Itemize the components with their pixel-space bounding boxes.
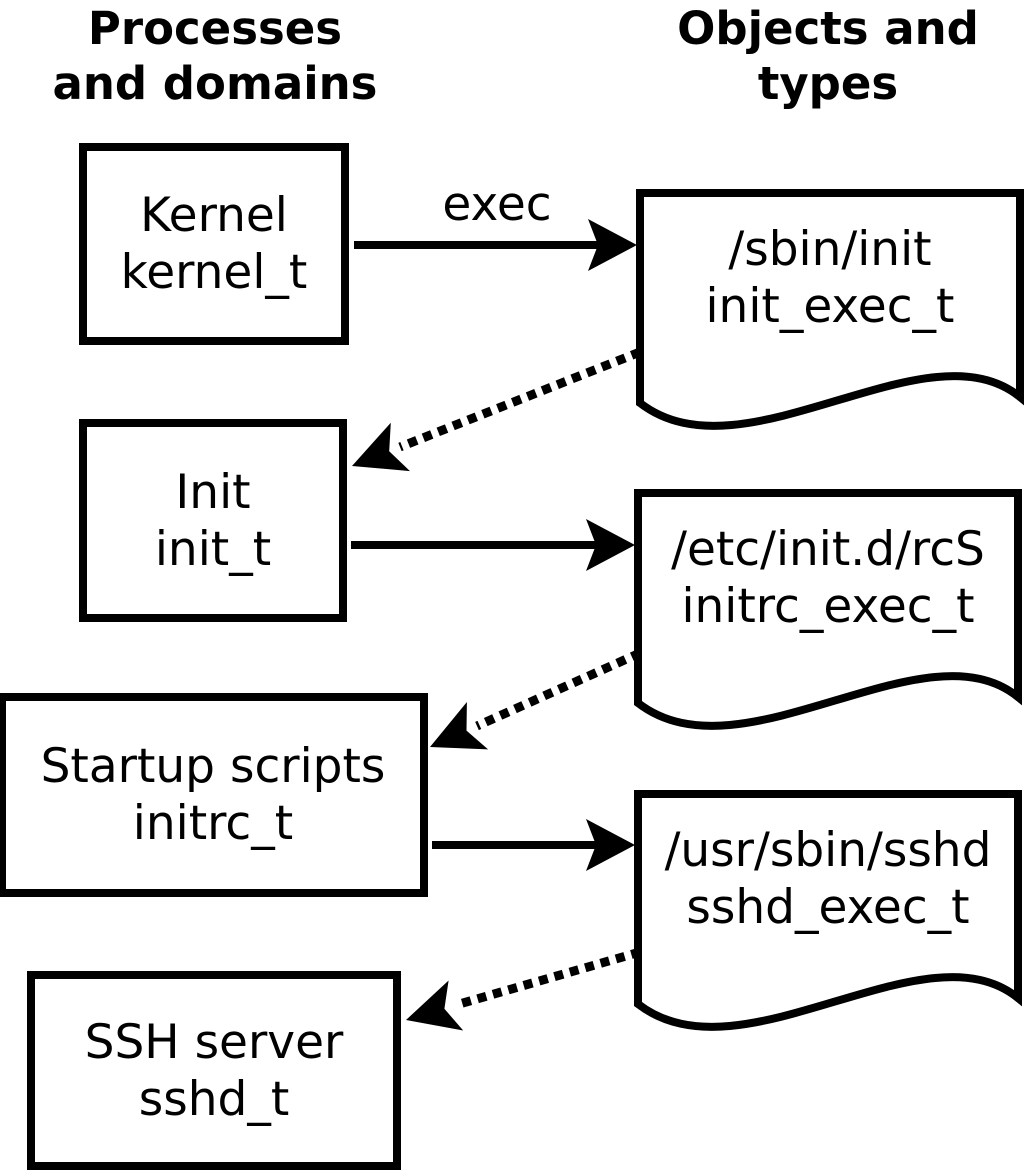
object-node-usr-sbin-sshd: /usr/sbin/sshd sshd_exec_t: [630, 786, 1024, 1038]
process-domain: init_t: [154, 521, 272, 577]
left-column-header-line1: Processes: [87, 2, 343, 55]
transition-arrow-sbininit-to-init: [398, 347, 642, 452]
exec-arrowhead-1: [588, 219, 637, 271]
exec-arrow-label: exec: [442, 177, 552, 232]
object-type: initrc_exec_t: [681, 579, 975, 634]
object-text: /etc/init.d/rcS initrc_exec_t: [630, 521, 1024, 635]
right-column-header: Objects and types: [628, 1, 1024, 111]
exec-arrowhead-2: [586, 519, 635, 571]
process-node-startup-scripts: Startup scripts initrc_t: [0, 693, 428, 897]
transition-arrowhead-1: [352, 422, 410, 472]
transition-arrowhead-2: [430, 702, 489, 750]
object-path: /etc/init.d/rcS: [671, 522, 985, 577]
right-column-header-line1: Objects and: [677, 2, 979, 55]
document-shape-icon: [634, 790, 1022, 1031]
left-column-header-line2: and domains: [52, 57, 378, 110]
object-type: init_exec_t: [705, 279, 955, 334]
document-shape-icon: [634, 489, 1022, 730]
right-column-header-line2: types: [757, 57, 899, 110]
document-shape-icon: [636, 189, 1024, 430]
process-label: Kernel: [140, 188, 288, 243]
process-node-init: Init init_t: [79, 419, 347, 622]
process-node-kernel: Kernel kernel_t: [79, 143, 349, 345]
object-path: /usr/sbin/sshd: [664, 823, 992, 878]
process-node-ssh-server: SSH server sshd_t: [27, 971, 401, 1170]
exec-arrowhead-3: [586, 819, 635, 871]
process-label: Startup scripts: [40, 739, 386, 794]
process-domain: kernel_t: [120, 245, 308, 300]
process-label: Init: [175, 464, 251, 520]
left-column-header: Processes and domains: [15, 1, 415, 111]
object-node-etc-initd-rcs: /etc/init.d/rcS initrc_exec_t: [630, 485, 1024, 737]
object-path: /sbin/init: [728, 222, 932, 277]
object-text: /usr/sbin/sshd sshd_exec_t: [630, 822, 1024, 936]
transition-arrow-rcs-to-startup: [475, 648, 642, 731]
transition-arrowhead-3: [406, 980, 464, 1031]
process-domain: sshd_t: [138, 1071, 290, 1127]
process-label: SSH server: [84, 1014, 344, 1070]
object-type: sshd_exec_t: [686, 880, 970, 935]
transition-arrow-sshd-to-ssh: [454, 947, 642, 1010]
object-text: /sbin/init init_exec_t: [632, 221, 1024, 335]
object-node-sbin-init: /sbin/init init_exec_t: [632, 185, 1024, 437]
process-domain: initrc_t: [132, 796, 294, 851]
